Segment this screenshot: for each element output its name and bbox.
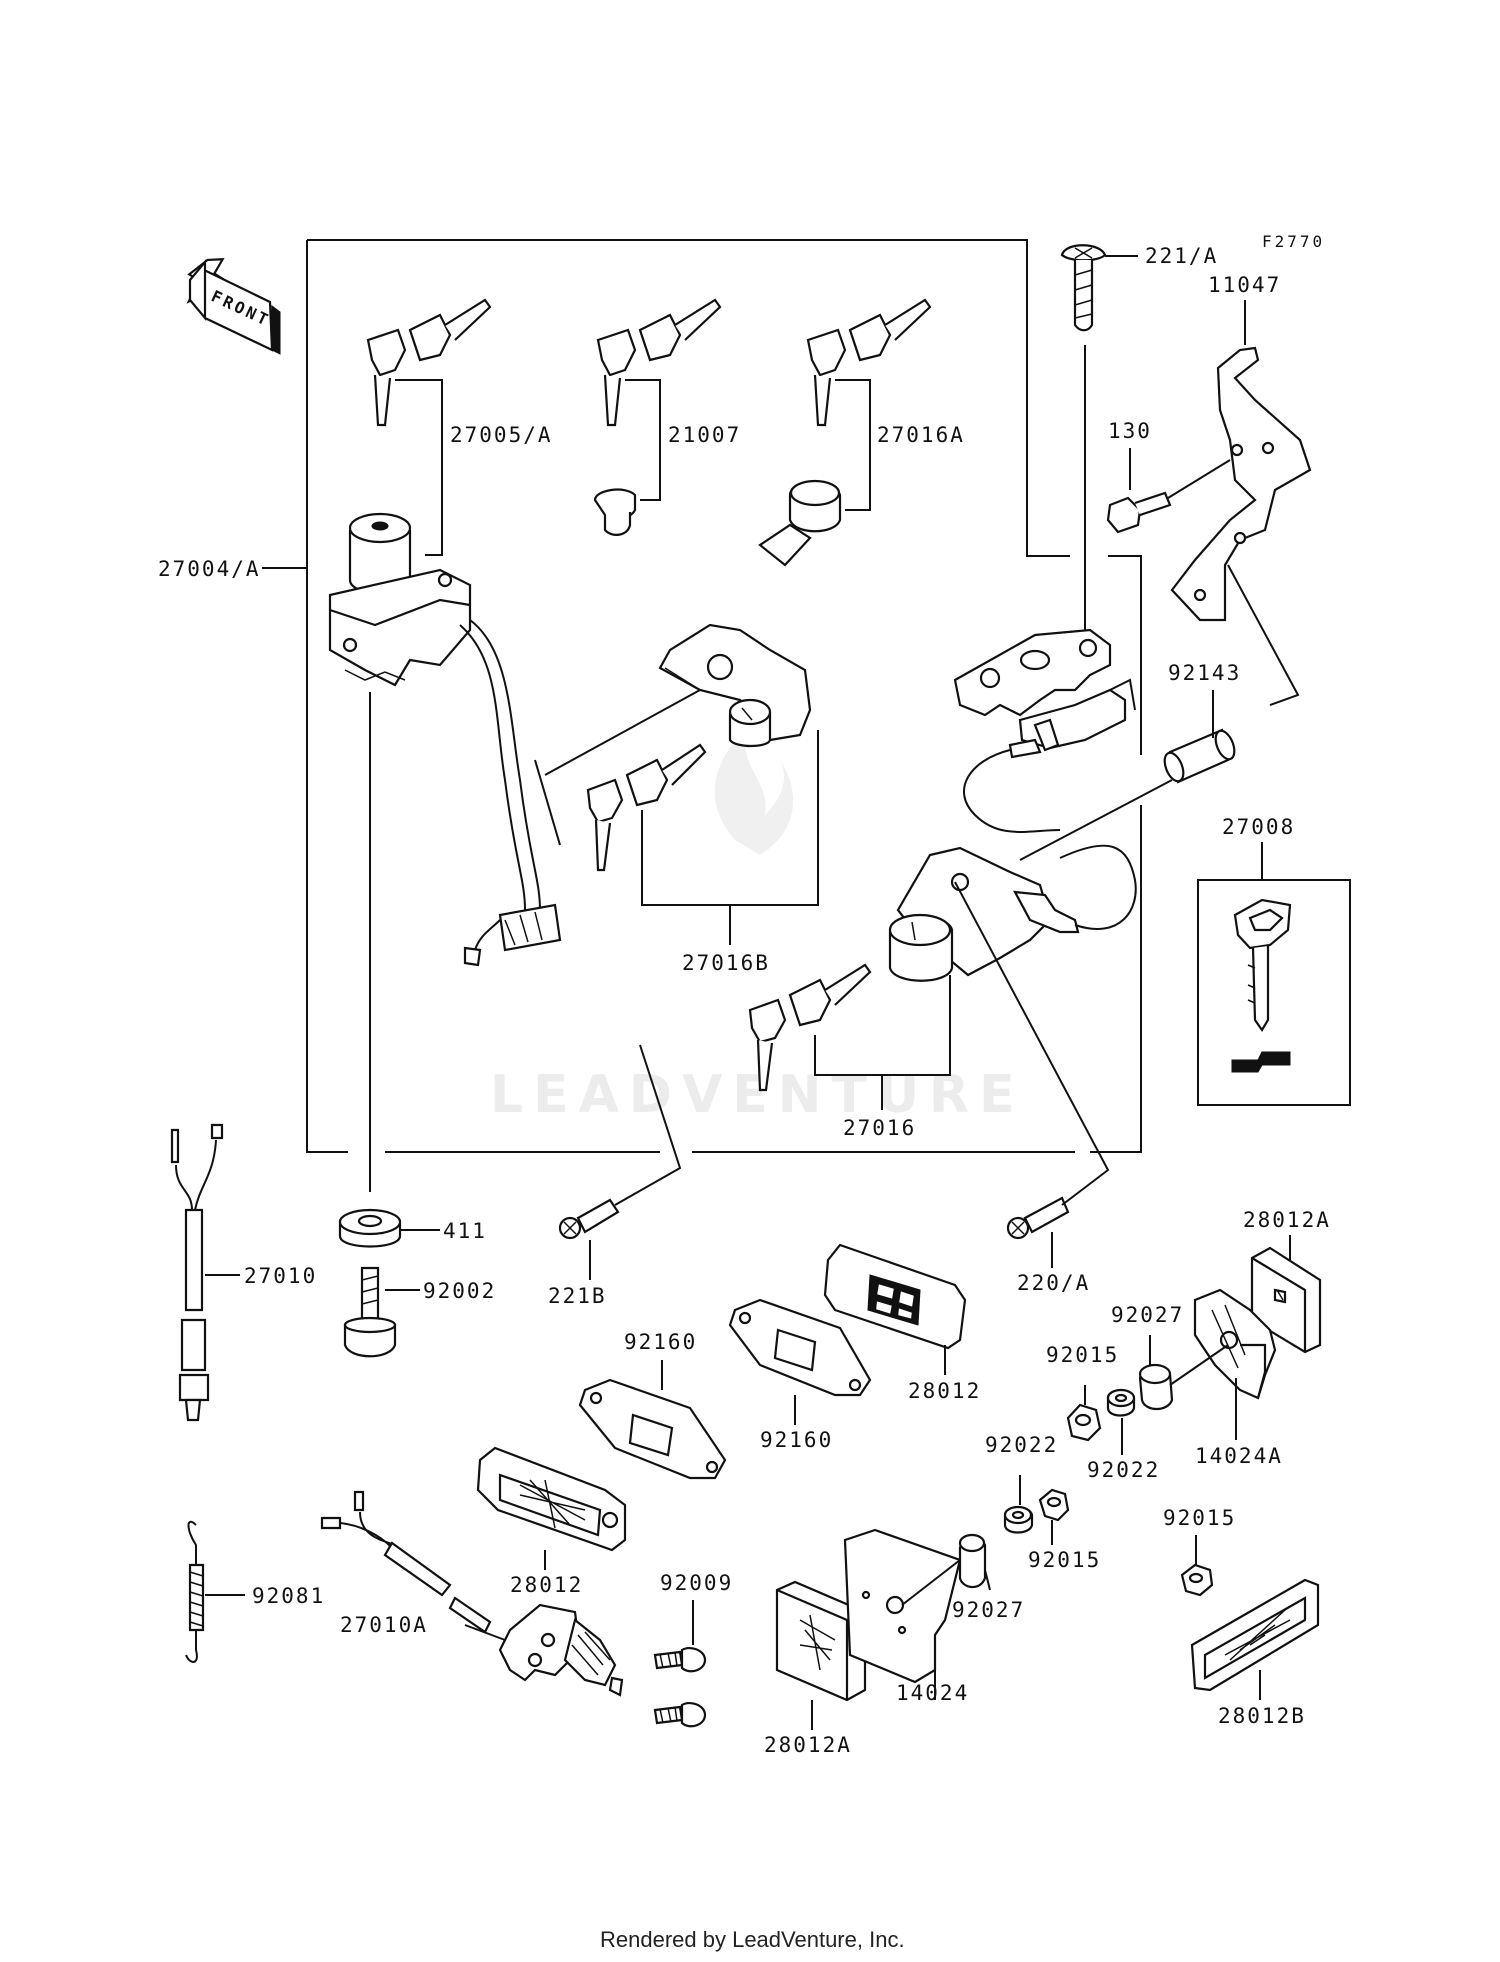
- screw-221A: [1060, 244, 1107, 640]
- helmet-lock-27016: [748, 844, 1137, 1110]
- screw-220A: [954, 881, 1110, 1268]
- assembly-frame: [306, 239, 1142, 1153]
- part-labels: 221/A 11047 130 27005/A 21007 27016A 270…: [158, 244, 1331, 1757]
- label-92160-a[interactable]: 92160: [624, 1330, 697, 1354]
- label-11047[interactable]: 11047: [1208, 273, 1281, 297]
- bracket-11047: [1170, 346, 1312, 706]
- collar-92027-bottom: [901, 1533, 991, 1606]
- key-set-21007: [593, 298, 722, 536]
- label-27010[interactable]: 27010: [244, 1264, 317, 1288]
- label-28012A-top[interactable]: 28012A: [1243, 1208, 1331, 1232]
- seat-lock-27016B: [534, 623, 819, 945]
- label-27008[interactable]: 27008: [1222, 815, 1295, 839]
- screw-221B: [558, 1044, 682, 1280]
- label-92015-right[interactable]: 92015: [1163, 1506, 1236, 1530]
- label-92022-right[interactable]: 92022: [1087, 1458, 1160, 1482]
- label-92022-left[interactable]: 92022: [985, 1433, 1058, 1457]
- reflector-28012-top: [823, 1243, 967, 1375]
- label-28012-b[interactable]: 28012: [510, 1573, 583, 1597]
- label-92143[interactable]: 92143: [1168, 661, 1241, 685]
- bolt-130: [1106, 459, 1231, 534]
- label-221A[interactable]: 221/A: [1145, 244, 1218, 268]
- spring-92081: [185, 1520, 245, 1663]
- switch-bracket: [953, 628, 1136, 833]
- label-411[interactable]: 411: [443, 1219, 487, 1243]
- label-92027-bottom[interactable]: 92027: [952, 1598, 1025, 1622]
- ignition-switch: [328, 512, 562, 967]
- reflector-28012A-top: [1250, 1235, 1322, 1354]
- label-28012-a[interactable]: 28012: [908, 1379, 981, 1403]
- label-130[interactable]: 130: [1108, 419, 1152, 443]
- label-14024[interactable]: 14024: [896, 1681, 969, 1705]
- key-27008: [1197, 842, 1351, 1106]
- gasket-92160-lower: [578, 1360, 727, 1480]
- label-92015-mid[interactable]: 92015: [1028, 1548, 1101, 1572]
- label-27016[interactable]: 27016: [843, 1116, 916, 1140]
- reflector-28012-bottom: [476, 1446, 627, 1570]
- label-220A[interactable]: 220/A: [1017, 1271, 1090, 1295]
- label-27005A[interactable]: 27005/A: [450, 423, 553, 447]
- screws-92009: [653, 1600, 707, 1728]
- label-92009[interactable]: 92009: [660, 1571, 733, 1595]
- label-14024A[interactable]: 14024A: [1195, 1444, 1283, 1468]
- label-21007[interactable]: 21007: [668, 423, 741, 447]
- label-27010A[interactable]: 27010A: [340, 1613, 428, 1637]
- front-arrow-icon: FRONT: [186, 258, 281, 355]
- label-92160-b[interactable]: 92160: [760, 1428, 833, 1452]
- label-92002[interactable]: 92002: [423, 1279, 496, 1303]
- washer-92022-left: [1003, 1475, 1034, 1534]
- nut-92015-mid: [1038, 1488, 1070, 1545]
- footer-credit: Rendered by LeadVenture, Inc.: [600, 1927, 905, 1952]
- bracket-14024: [843, 1528, 962, 1700]
- bracket-14024A: [1193, 1288, 1277, 1440]
- washer-92022-right: [1106, 1388, 1136, 1455]
- washer-411: [338, 692, 440, 1248]
- label-92081[interactable]: 92081: [252, 1584, 325, 1608]
- nut-92015-top: [1066, 1385, 1102, 1442]
- bolt-92002: [343, 1266, 420, 1358]
- collar-92027-top: [1138, 1335, 1229, 1411]
- label-27016B[interactable]: 27016B: [682, 951, 770, 975]
- label-28012A-bottom[interactable]: 28012A: [764, 1733, 852, 1757]
- diagram-code: F2770: [1262, 232, 1325, 251]
- nut-92015-right: [1180, 1535, 1214, 1597]
- label-27004A[interactable]: 27004/A: [158, 557, 261, 581]
- spacer-92143: [1019, 690, 1236, 861]
- reflector-28012A-bottom: [775, 1580, 867, 1730]
- label-92027-top[interactable]: 92027: [1111, 1303, 1184, 1327]
- gasket-92160-upper: [728, 1298, 872, 1425]
- key-set-27016A: [758, 298, 932, 567]
- connector-27010: [170, 1123, 240, 1422]
- label-92015-top[interactable]: 92015: [1046, 1343, 1119, 1367]
- reflector-28012B: [1190, 1578, 1320, 1700]
- label-221B[interactable]: 221B: [548, 1284, 607, 1308]
- switch-27010A: [320, 1490, 624, 1697]
- key-set-27005A: [366, 298, 492, 556]
- label-28012B[interactable]: 28012B: [1218, 1704, 1306, 1728]
- label-27016A[interactable]: 27016A: [877, 423, 965, 447]
